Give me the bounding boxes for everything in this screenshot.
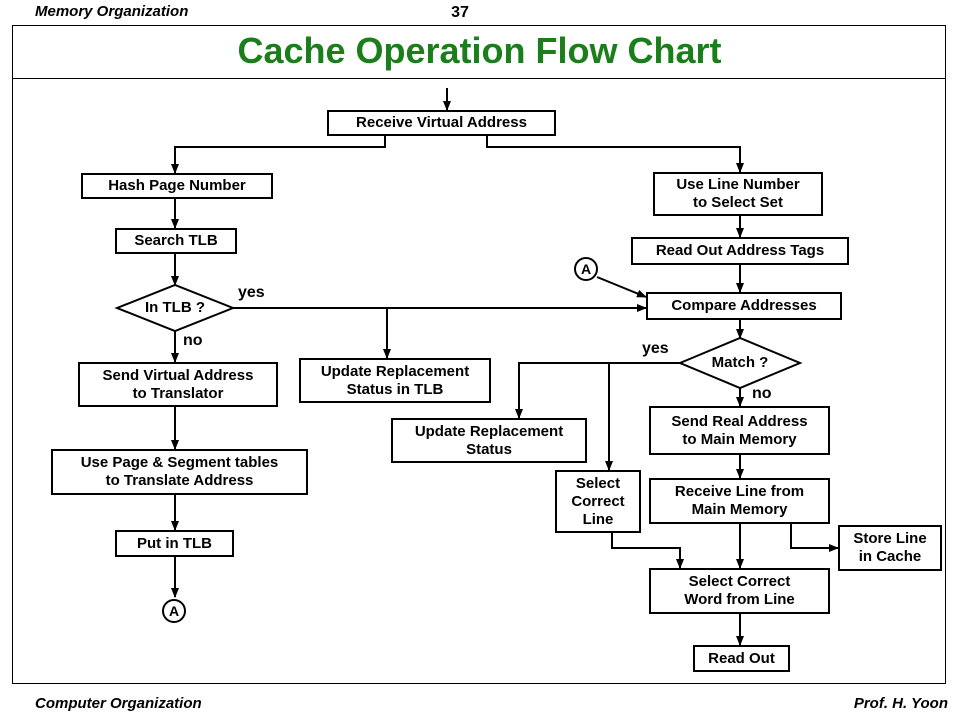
match-no-label: no [752, 385, 772, 402]
select-correct-line-box: Select Correct Line [555, 470, 641, 533]
footer-left: Computer Organization [35, 695, 202, 712]
receive-virtual-address-box: Receive Virtual Address [327, 110, 556, 136]
use-line-number-box: Use Line Number to Select Set [653, 172, 823, 216]
match-decision [677, 336, 803, 390]
footer-right: Prof. H. Yoon [853, 695, 948, 712]
search-tlb-box: Search TLB [115, 228, 237, 254]
connector-a-bottom: A [162, 599, 186, 623]
read-out-box: Read Out [693, 645, 790, 672]
connector-a-top: A [574, 257, 598, 281]
in-tlb-label: In TLB ? [145, 299, 205, 316]
in-tlb-no-label: no [183, 332, 203, 349]
title-divider [12, 78, 946, 79]
page-number: 37 [451, 4, 469, 21]
slide-frame [12, 25, 946, 684]
update-replacement-status-box: Update Replacement Status [391, 418, 587, 463]
select-correct-word-box: Select Correct Word from Line [649, 568, 830, 614]
send-virtual-address-box: Send Virtual Address to Translator [78, 362, 278, 407]
compare-addresses-box: Compare Addresses [646, 292, 842, 320]
header-section: Memory Organization [35, 3, 189, 20]
match-yes-label: yes [642, 340, 669, 357]
use-page-segment-tables-box: Use Page & Segment tables to Translate A… [51, 449, 308, 495]
page-title: Cache Operation Flow Chart [237, 30, 722, 71]
read-out-address-tags-box: Read Out Address Tags [631, 237, 849, 265]
in-tlb-yes-label: yes [238, 284, 265, 301]
put-in-tlb-box: Put in TLB [115, 530, 234, 557]
hash-page-number-box: Hash Page Number [81, 173, 273, 199]
receive-line-from-memory-box: Receive Line from Main Memory [649, 478, 830, 524]
match-label: Match ? [711, 354, 769, 371]
update-replacement-tlb-box: Update Replacement Status in TLB [299, 358, 491, 403]
send-real-address-box: Send Real Address to Main Memory [649, 406, 830, 455]
in-tlb-decision [114, 283, 236, 333]
store-line-in-cache-box: Store Line in Cache [838, 525, 942, 571]
